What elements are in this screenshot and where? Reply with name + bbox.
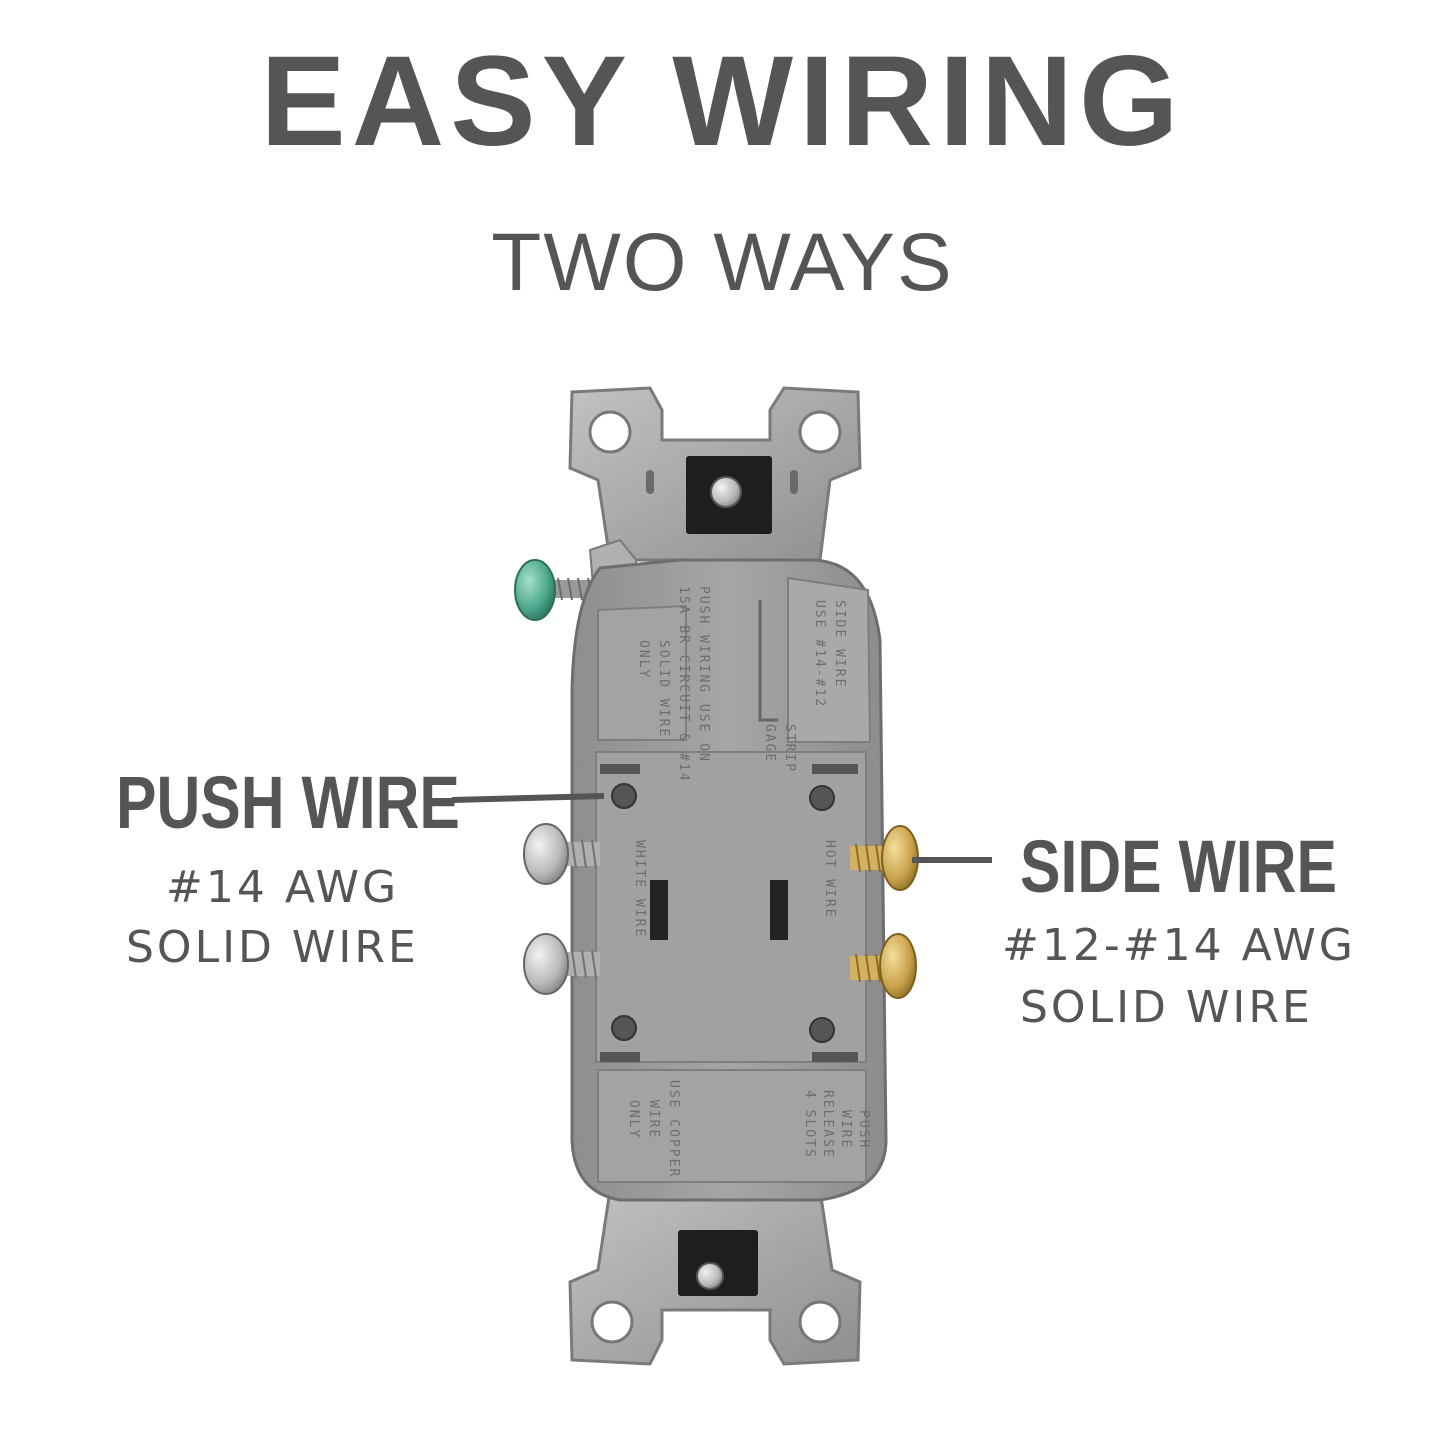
- push-wire-label: PUSH WIRE: [116, 761, 460, 844]
- svg-text:USE #14-#12: USE #14-#12: [812, 600, 827, 708]
- svg-text:WIRE: WIRE: [838, 1110, 853, 1149]
- svg-text:SIDE WIRE: SIDE WIRE: [832, 600, 847, 688]
- svg-text:4 SLOTS: 4 SLOTS: [802, 1090, 817, 1159]
- svg-text:15A BR CIRCUIT & #14: 15A BR CIRCUIT & #14: [676, 586, 691, 783]
- svg-text:RELEASE: RELEASE: [820, 1090, 835, 1159]
- svg-text:PUSH: PUSH: [856, 1110, 871, 1149]
- bottom-mounting-strap: [568, 1188, 862, 1366]
- page-subtitle: TWO WAYS: [491, 217, 954, 308]
- svg-text:WHITE WIRE: WHITE WIRE: [632, 840, 647, 938]
- side-wire-label: SIDE WIRE: [1020, 825, 1337, 908]
- svg-text:ONLY: ONLY: [636, 640, 651, 679]
- push-wire-gauge: #14 AWG: [166, 862, 400, 913]
- svg-text:SOLID WIRE: SOLID WIRE: [656, 640, 671, 738]
- svg-text:GAGE: GAGE: [762, 724, 777, 763]
- side-wire-type: SOLID WIRE: [1020, 982, 1313, 1033]
- push-wire-type: SOLID WIRE: [126, 922, 419, 973]
- page-title: EASY WIRING: [260, 30, 1185, 173]
- push-wire-leader-line: [451, 793, 605, 803]
- svg-text:ONLY: ONLY: [626, 1100, 641, 1139]
- silver-terminal-screws: [523, 823, 600, 995]
- side-wire-gauge: #12-#14 AWG: [1002, 920, 1356, 971]
- svg-text:PUSH WIRING USE ON: PUSH WIRING USE ON: [696, 586, 711, 763]
- svg-text:STRIP: STRIP: [782, 724, 797, 773]
- svg-text:USE COPPER: USE COPPER: [666, 1080, 681, 1178]
- svg-text:WIRE: WIRE: [646, 1100, 661, 1139]
- top-mounting-strap: [568, 386, 862, 562]
- receptacle-body: SIDE WIRE USE #14-#12 STRIP GAGE PUSH WI…: [570, 558, 888, 1202]
- brass-terminal-screws: [850, 825, 919, 999]
- svg-text:HOT WIRE: HOT WIRE: [822, 840, 837, 919]
